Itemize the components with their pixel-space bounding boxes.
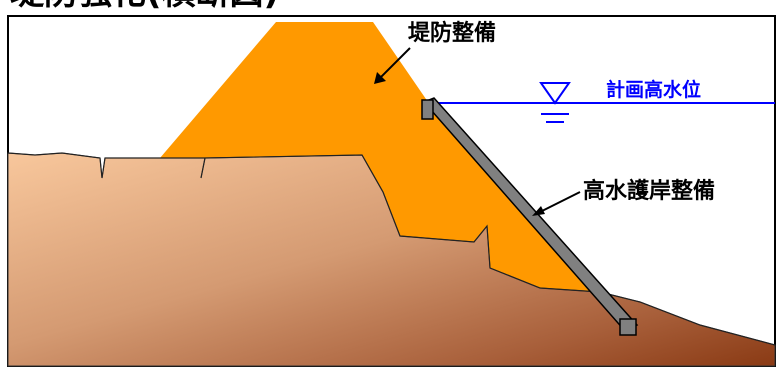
revetment-foot-block [619,318,637,336]
high-water-revetment [421,97,639,336]
levee-label: 堤防整備 [408,20,496,46]
water-level-label: 計画高水位 [606,78,701,101]
revetment-top-block [421,99,434,120]
page-title: 堤防強化(横断図) [10,0,279,13]
levee-embankment [160,22,590,292]
inverted-triangle-water-level-icon [539,82,571,123]
levee-arrow-icon [374,47,411,84]
revetment-arrow-icon [532,191,581,216]
revetment-label: 高水護岸整備 [583,178,715,204]
